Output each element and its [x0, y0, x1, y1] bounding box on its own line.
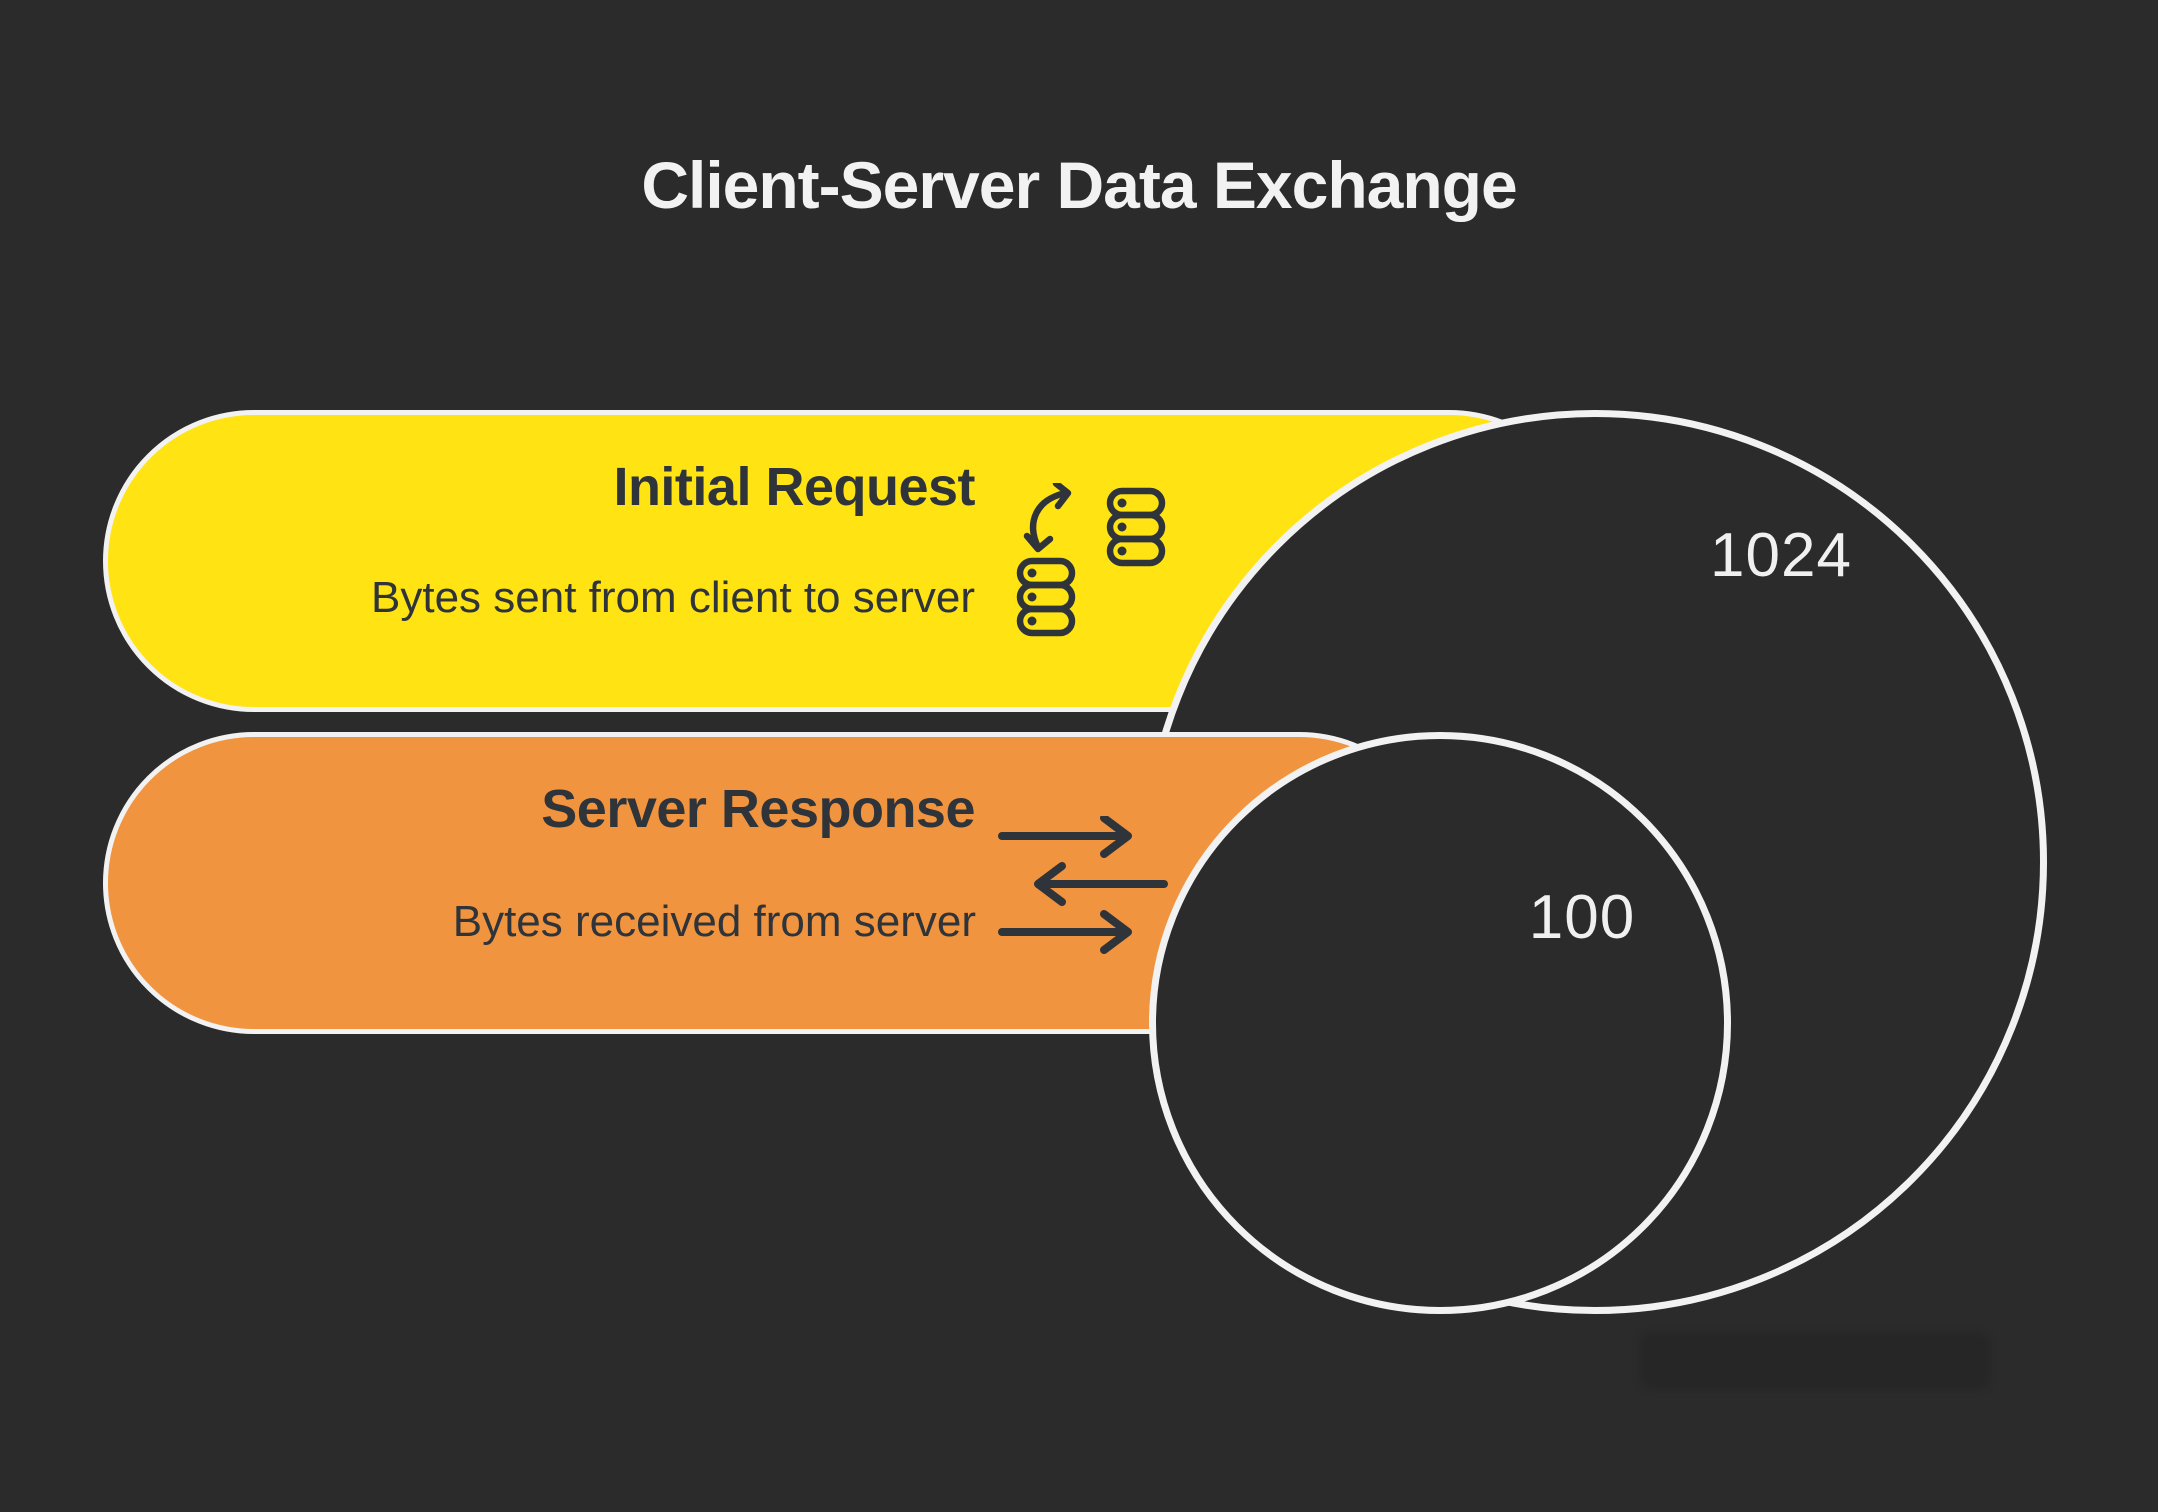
initial-request-heading: Initial Request: [613, 457, 975, 517]
server-response-heading: Server Response: [541, 779, 975, 839]
bytes-received-circle: 100: [1149, 732, 1731, 1314]
database-sync-icon: [1016, 483, 1166, 637]
page-title: Client-Server Data Exchange: [641, 148, 1517, 222]
initial-request-subtitle: Bytes sent from client to server: [371, 573, 975, 622]
bytes-received-value: 100: [1528, 883, 1636, 952]
server-response-subtitle: Bytes received from server: [452, 897, 976, 946]
server-stack-icon: [1106, 487, 1166, 567]
bytes-sent-value: 1024: [1710, 521, 1852, 590]
client-stack-icon: [1016, 557, 1076, 637]
watermark-remnant: [1640, 1332, 1990, 1390]
transfer-arrows-icon: [998, 816, 1168, 954]
